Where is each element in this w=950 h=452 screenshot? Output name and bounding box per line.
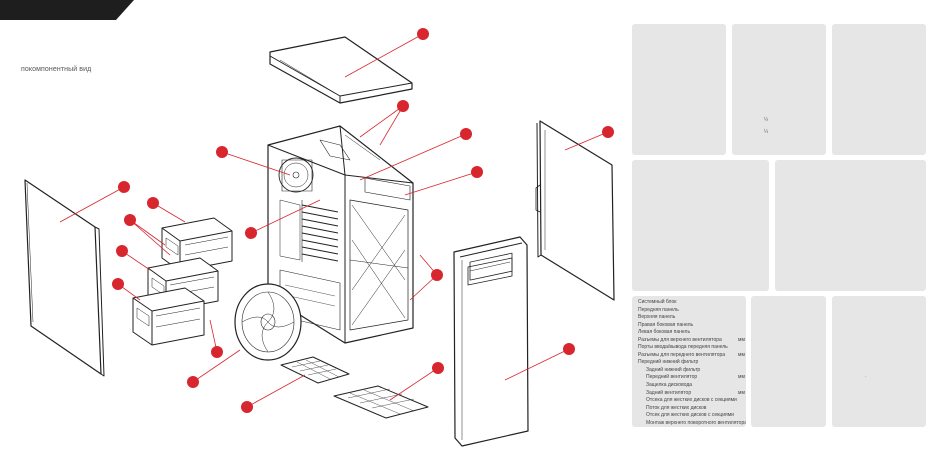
rear-bottom-filter-part — [333, 385, 429, 419]
marker — [563, 343, 575, 355]
legend-item: Поток для жестких дисков — [638, 405, 742, 413]
legend-item-label: Монтаж верхнего поворотного вентилятора — [646, 419, 746, 426]
legend-item-label: Системный блок — [638, 299, 677, 305]
legend-item: Порты ввода/вывода передняя панель — [638, 344, 742, 352]
leader-lines — [59, 33, 609, 408]
legend-item: Верхняя панель — [638, 314, 742, 322]
legend-item: Отсек для жестких дисков с секциями — [638, 412, 742, 420]
marker — [432, 362, 444, 374]
card-mark: ¼ — [764, 129, 769, 135]
legend-item: Защелка дисковода — [638, 382, 742, 390]
marker — [460, 128, 472, 140]
legend-item: Левая боковая панель — [638, 329, 742, 337]
legend-item: Задний вентилятор мм — [638, 389, 745, 398]
legend-item: Задний нижний фильтр — [638, 367, 742, 375]
card-mark: ¼ — [764, 117, 769, 123]
info-card-2: ¼ ¼ — [732, 24, 826, 155]
legend-item: Разъемы для верхнего вентилятора мм — [638, 336, 745, 345]
legend-item-unit: мм — [738, 374, 745, 381]
marker — [187, 376, 199, 388]
legend-item-label: Передний вентилятор — [646, 374, 698, 381]
legend-item: Передняя панель — [638, 307, 742, 315]
legend-item-label: Верхняя панель — [638, 314, 676, 321]
marker — [241, 401, 253, 413]
legend-item-label: Передний нижний фильтр — [638, 359, 699, 366]
marker — [124, 214, 136, 226]
legend-item-label: Задний нижний фильтр — [646, 366, 701, 373]
legend-item-label: Разъемы для верхнего вентилятора — [638, 336, 722, 343]
info-card-7: · — [832, 296, 926, 427]
marker — [431, 269, 443, 281]
legend-item-unit: мм — [738, 351, 745, 358]
legend-item-label: Отсек для жестких дисков с секциями — [646, 412, 734, 419]
marker — [245, 227, 257, 239]
chassis-part — [267, 125, 414, 344]
legend-item: Передний вентилятор мм — [638, 374, 745, 382]
legend-item: Системный блок — [638, 299, 742, 307]
legend-item: Передний нижний фильтр — [638, 359, 742, 367]
hdd-cage-lower-part — [132, 287, 205, 346]
legend-item-label: Передняя панель — [638, 306, 679, 313]
marker — [118, 181, 130, 193]
marker — [602, 126, 614, 138]
info-card-5 — [775, 160, 926, 291]
info-card-4 — [632, 160, 769, 291]
info-card-1 — [632, 24, 726, 155]
legend-item: Правая боковая панель — [638, 322, 742, 330]
marker — [116, 245, 128, 257]
marker — [216, 146, 228, 158]
legend-item-label: Отсека для жестких дисков с секциями — [646, 397, 737, 404]
legend-item: Отсека для жестких дисков с секциями — [638, 397, 742, 405]
legend-item-label: Задний вентилятор — [646, 389, 692, 396]
legend-item-unit: мм — [738, 389, 745, 396]
marker — [397, 100, 409, 112]
info-card-3 — [832, 24, 926, 155]
legend-item-label: Поток для жестких дисков — [646, 404, 707, 411]
legend-item-label: Разъемы для переднего вентилятора — [638, 351, 726, 358]
legend-item-label: Правая боковая панель — [638, 321, 694, 328]
marker — [147, 197, 159, 209]
marker — [417, 28, 429, 40]
corner-banner — [0, 0, 134, 20]
hdd-cage-upper-part — [161, 217, 233, 272]
marker — [112, 278, 124, 290]
marker — [471, 166, 483, 178]
right-side-panel-part — [535, 120, 615, 301]
marker — [211, 346, 223, 358]
legend-item: Разъемы для переднего вентилятора мм — [638, 351, 745, 360]
front-panel-part — [453, 236, 529, 447]
legend-item-label: Порты ввода/вывода передняя панель — [638, 344, 728, 351]
front-bottom-filter-part — [280, 356, 350, 384]
legend-item-label: Защелка дисковода — [646, 382, 693, 389]
large-fan-part — [234, 283, 302, 361]
top-panel-part — [269, 36, 413, 104]
info-card-6 — [751, 296, 826, 427]
exploded-view-caption: покомпонентный вид — [21, 66, 92, 73]
left-side-panel-part — [24, 179, 105, 377]
part-markers — [112, 28, 614, 413]
legend-item-label: Левая боковая панель — [638, 329, 691, 336]
legend-item-unit: мм — [738, 336, 745, 343]
legend-item: Монтаж верхнего поворотного вентилятора — [638, 420, 746, 427]
card-mark: · — [865, 374, 867, 380]
